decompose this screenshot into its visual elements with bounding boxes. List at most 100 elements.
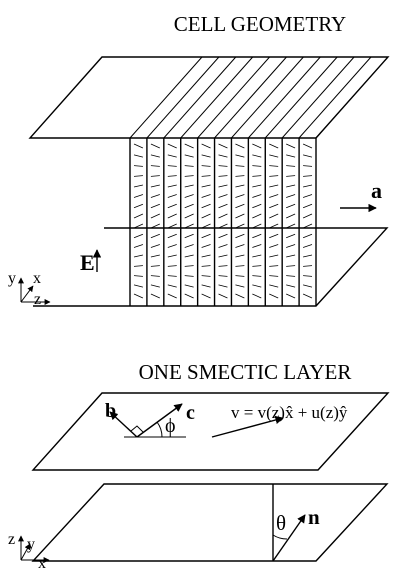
director-dash	[269, 184, 279, 188]
director-dash	[218, 254, 228, 258]
director-dash	[201, 175, 211, 177]
director-dash	[218, 154, 228, 158]
director-dash	[269, 233, 279, 239]
director-dash	[150, 233, 160, 239]
n-label: n	[308, 505, 320, 529]
director-dash	[286, 244, 296, 248]
director-dash	[133, 165, 143, 167]
director-dash	[150, 223, 160, 229]
director-dash	[235, 254, 245, 258]
top-y-label: y	[8, 270, 16, 287]
director-dash	[235, 165, 245, 167]
director-dash	[286, 154, 296, 158]
velocity-equation: v = v(z)x̂ + u(z)ŷ	[231, 403, 348, 422]
director-dash	[167, 293, 177, 299]
director-dash	[201, 233, 211, 239]
bottom-x-label: x	[38, 555, 46, 571]
director-dash	[218, 175, 228, 177]
bottom-y-label: y	[27, 536, 35, 553]
director-dash	[184, 143, 194, 149]
b-label: b	[105, 400, 116, 422]
director-dash	[167, 254, 177, 258]
cell-geometry-title: CELL GEOMETRY	[174, 12, 346, 36]
director-dash	[252, 184, 262, 188]
director-dash	[235, 213, 245, 219]
director-dash	[167, 175, 177, 177]
director-dash	[269, 265, 279, 267]
director-dash	[303, 275, 313, 277]
director-dash	[252, 275, 262, 277]
phi-arc	[156, 421, 163, 438]
director-dash	[286, 203, 296, 209]
director-dash	[252, 213, 262, 219]
director-dash	[133, 284, 144, 288]
director-dash	[150, 203, 160, 209]
layer-upper-plane	[31, 392, 390, 471]
director-dash	[184, 233, 194, 239]
director-dash	[303, 265, 313, 267]
director-dash	[218, 284, 228, 288]
director-dash	[150, 213, 160, 219]
director-dash	[133, 265, 143, 267]
director-dash	[167, 275, 177, 277]
top-x-axis	[20, 285, 34, 303]
director-dash	[167, 244, 177, 248]
director-dash	[235, 194, 245, 198]
director-dash	[218, 194, 228, 198]
layer-normal-label: a	[371, 178, 382, 203]
bottom-z-label: z	[8, 531, 15, 548]
director-dash	[218, 275, 228, 277]
director-dash	[286, 184, 296, 188]
director-dash	[269, 293, 279, 299]
theta-arc	[272, 534, 288, 540]
director-dash	[167, 184, 177, 188]
director-dash	[133, 194, 144, 198]
director-dash	[201, 165, 211, 167]
director-dash	[252, 203, 262, 209]
director-dash	[235, 284, 245, 288]
b-vector	[109, 411, 138, 438]
director-dash	[269, 194, 279, 198]
director-dash	[167, 284, 177, 288]
director-dash	[235, 244, 245, 248]
director-dash	[303, 165, 313, 167]
director-dash	[303, 175, 313, 177]
director-dash	[302, 143, 313, 149]
director-dash	[150, 265, 160, 267]
lower-plate-outline	[33, 227, 389, 307]
director-dash	[269, 223, 279, 229]
director-dash	[133, 293, 144, 299]
director-dash	[269, 254, 279, 258]
director-dash	[235, 175, 245, 177]
director-dash	[252, 254, 262, 258]
director-dash	[167, 233, 177, 239]
field-label: E	[80, 250, 95, 275]
director-dash	[218, 233, 228, 239]
director-dash	[252, 223, 262, 229]
smectic-layer-stack	[129, 138, 317, 306]
top-z-label: z	[34, 291, 41, 308]
director-dash	[302, 203, 313, 209]
director-dash	[303, 184, 313, 188]
director-dash	[252, 165, 262, 167]
director-vectors: b c ϕ	[105, 400, 195, 438]
director-dash	[269, 213, 279, 219]
director-dash	[269, 275, 279, 277]
right-angle-mark	[130, 425, 144, 433]
director-dash	[235, 184, 245, 188]
director-dash	[218, 184, 228, 188]
director-dash	[184, 184, 194, 188]
director-dash	[167, 213, 177, 219]
director-dash	[286, 213, 296, 219]
bottom-y-axis	[20, 543, 31, 561]
smectic-layer-title: ONE SMECTIC LAYER	[139, 360, 352, 384]
director-dash	[201, 265, 211, 267]
director-dash	[184, 254, 194, 258]
director-dash	[286, 175, 296, 177]
director-dash	[133, 213, 144, 219]
director-dash	[286, 275, 296, 277]
director-dash	[150, 275, 160, 277]
layer-normal: θ n	[272, 484, 320, 562]
director-dash	[235, 143, 245, 149]
